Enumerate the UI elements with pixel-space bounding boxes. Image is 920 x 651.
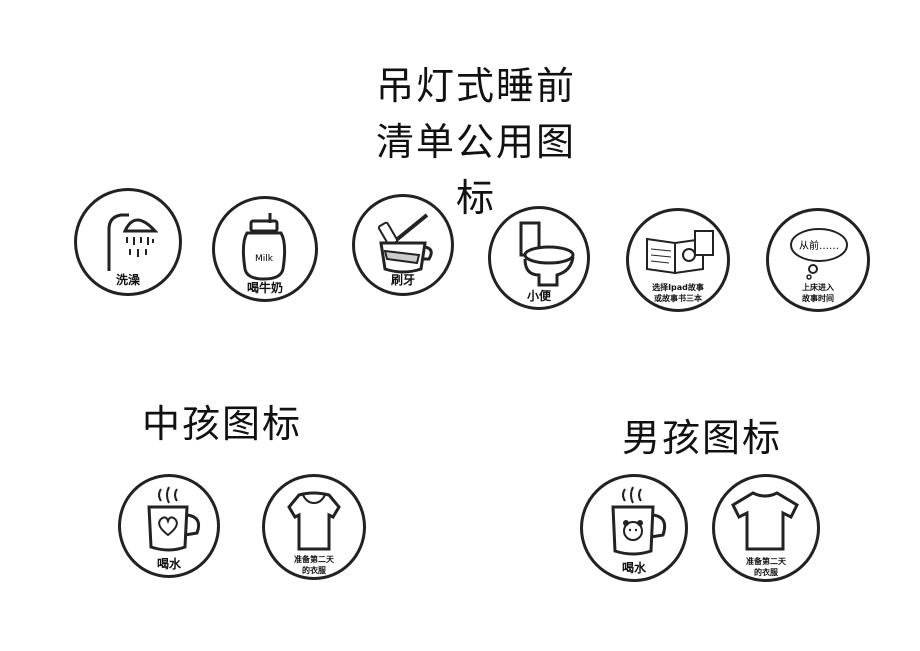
story-label-2: 或故事书三本 <box>654 294 702 303</box>
brush-badge: 刷牙 <box>352 194 454 296</box>
jar-text: Milk <box>255 254 274 264</box>
shower-label: 洗澡 <box>115 273 140 287</box>
title-line-3: 标 <box>455 176 496 220</box>
section-heading-boy: 男孩图标 <box>622 416 783 460</box>
bear-mug-icon <box>611 486 667 556</box>
title-line-2: 清单公用图 <box>375 120 576 164</box>
tshirt-icon <box>731 491 799 551</box>
toilet-icon <box>519 221 575 287</box>
boy-clothes-label-2: 的衣服 <box>754 568 778 577</box>
middle-clothes-label-2: 的衣服 <box>302 566 326 575</box>
milk-label: 喝牛奶 <box>246 281 283 295</box>
bedtime-label-1: 上床进入 <box>802 283 834 292</box>
book-ipad-icon <box>646 230 714 275</box>
heart-mug-icon <box>147 486 201 552</box>
girl-shirt-icon <box>287 491 341 551</box>
milk-badge: Milk 喝牛奶 <box>212 196 318 302</box>
middle-clothes-label-1: 准备第二天 <box>294 555 334 564</box>
story-badge: 选择Ipad故事 或故事书三本 <box>626 208 730 312</box>
milk-jar-icon: Milk <box>241 213 287 281</box>
story-label-1: 选择Ipad故事 <box>652 283 704 292</box>
toilet-label: 小便 <box>526 289 551 303</box>
boy-clothes-label-1: 准备第二天 <box>746 557 786 566</box>
page-title: 吊灯式睡前 清单公用图 标 <box>356 58 596 226</box>
shower-badge: 洗澡 <box>74 188 182 296</box>
boy-clothes-badge: 准备第二天 的衣服 <box>712 474 820 582</box>
toilet-badge: 小便 <box>488 206 590 310</box>
bedtime-badge: 从前…… 上床进入 故事时间 <box>766 208 870 312</box>
boy-water-label: 喝水 <box>621 561 646 575</box>
bedtime-label-2: 故事时间 <box>802 294 834 303</box>
boy-water-badge: 喝水 <box>580 474 688 582</box>
middle-water-label: 喝水 <box>156 557 181 571</box>
toothbrush-cup-icon <box>377 213 433 274</box>
section-heading-middle: 中孩图标 <box>142 402 303 446</box>
brush-label: 刷牙 <box>390 273 415 287</box>
bubble-text: 从前…… <box>799 239 839 252</box>
middle-water-badge: 喝水 <box>118 474 220 578</box>
thought-bubble-icon: 从前…… <box>790 228 848 280</box>
title-line-1: 吊灯式睡前 <box>375 64 576 108</box>
shower-icon <box>107 213 159 271</box>
middle-clothes-badge: 准备第二天 的衣服 <box>262 474 366 580</box>
